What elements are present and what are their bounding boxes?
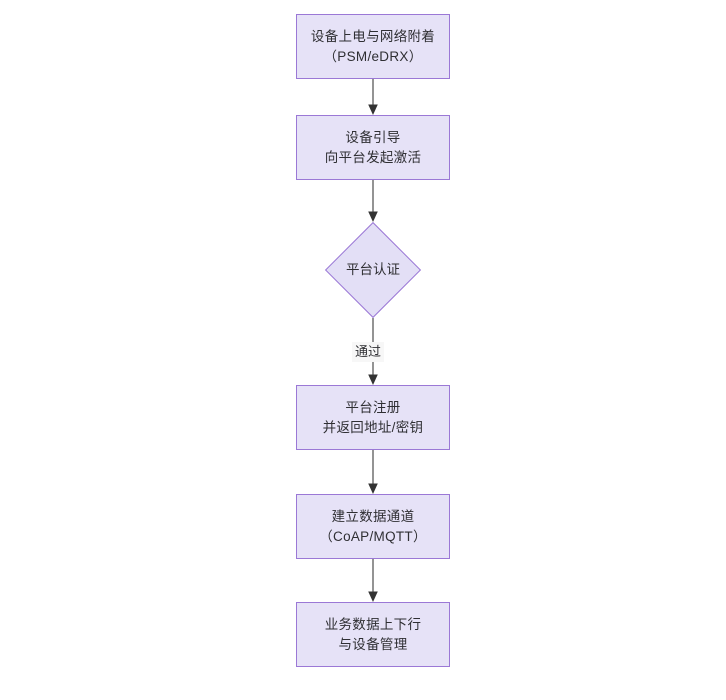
connector-n1-n2 — [368, 79, 378, 115]
connector-n2-n3 — [368, 180, 378, 222]
connector-n5-n6 — [368, 559, 378, 602]
flow-node-platform-auth-decision[interactable]: 平台认证 — [324, 221, 422, 319]
flow-node-device-bootstrap[interactable]: 设备引导 向平台发起激活 — [296, 115, 450, 180]
flow-node-device-power-on[interactable]: 设备上电与网络附着 （PSM/eDRX） — [296, 14, 450, 79]
flow-node-business-data-and-device-mgmt[interactable]: 业务数据上下行 与设备管理 — [296, 602, 450, 667]
flow-node-label-line: 业务数据上下行 — [324, 616, 422, 632]
flow-node-platform-register[interactable]: 平台注册 并返回地址/密钥 — [296, 385, 450, 450]
flow-node-label-line: 向平台发起激活 — [324, 149, 422, 165]
flow-node-label-line: 设备上电与网络附着 — [310, 28, 436, 44]
flow-node-label-line: 并返回地址/密钥 — [322, 419, 424, 435]
flow-node-label-line: （CoAP/MQTT） — [319, 528, 427, 544]
flow-node-establish-data-channel[interactable]: 建立数据通道 （CoAP/MQTT） — [296, 494, 450, 559]
connector-n4-n5 — [368, 450, 378, 494]
flow-node-label-line: 与设备管理 — [338, 636, 408, 652]
edge-label-pass: 通过 — [352, 342, 385, 362]
flow-node-label-line: 建立数据通道 — [331, 508, 415, 524]
flow-node-label-line: 平台注册 — [345, 399, 401, 415]
flow-node-label-line: （PSM/eDRX） — [323, 48, 423, 64]
flow-node-label-line: 设备引导 — [345, 129, 401, 145]
flow-node-label-line: 平台认证 — [346, 262, 400, 277]
